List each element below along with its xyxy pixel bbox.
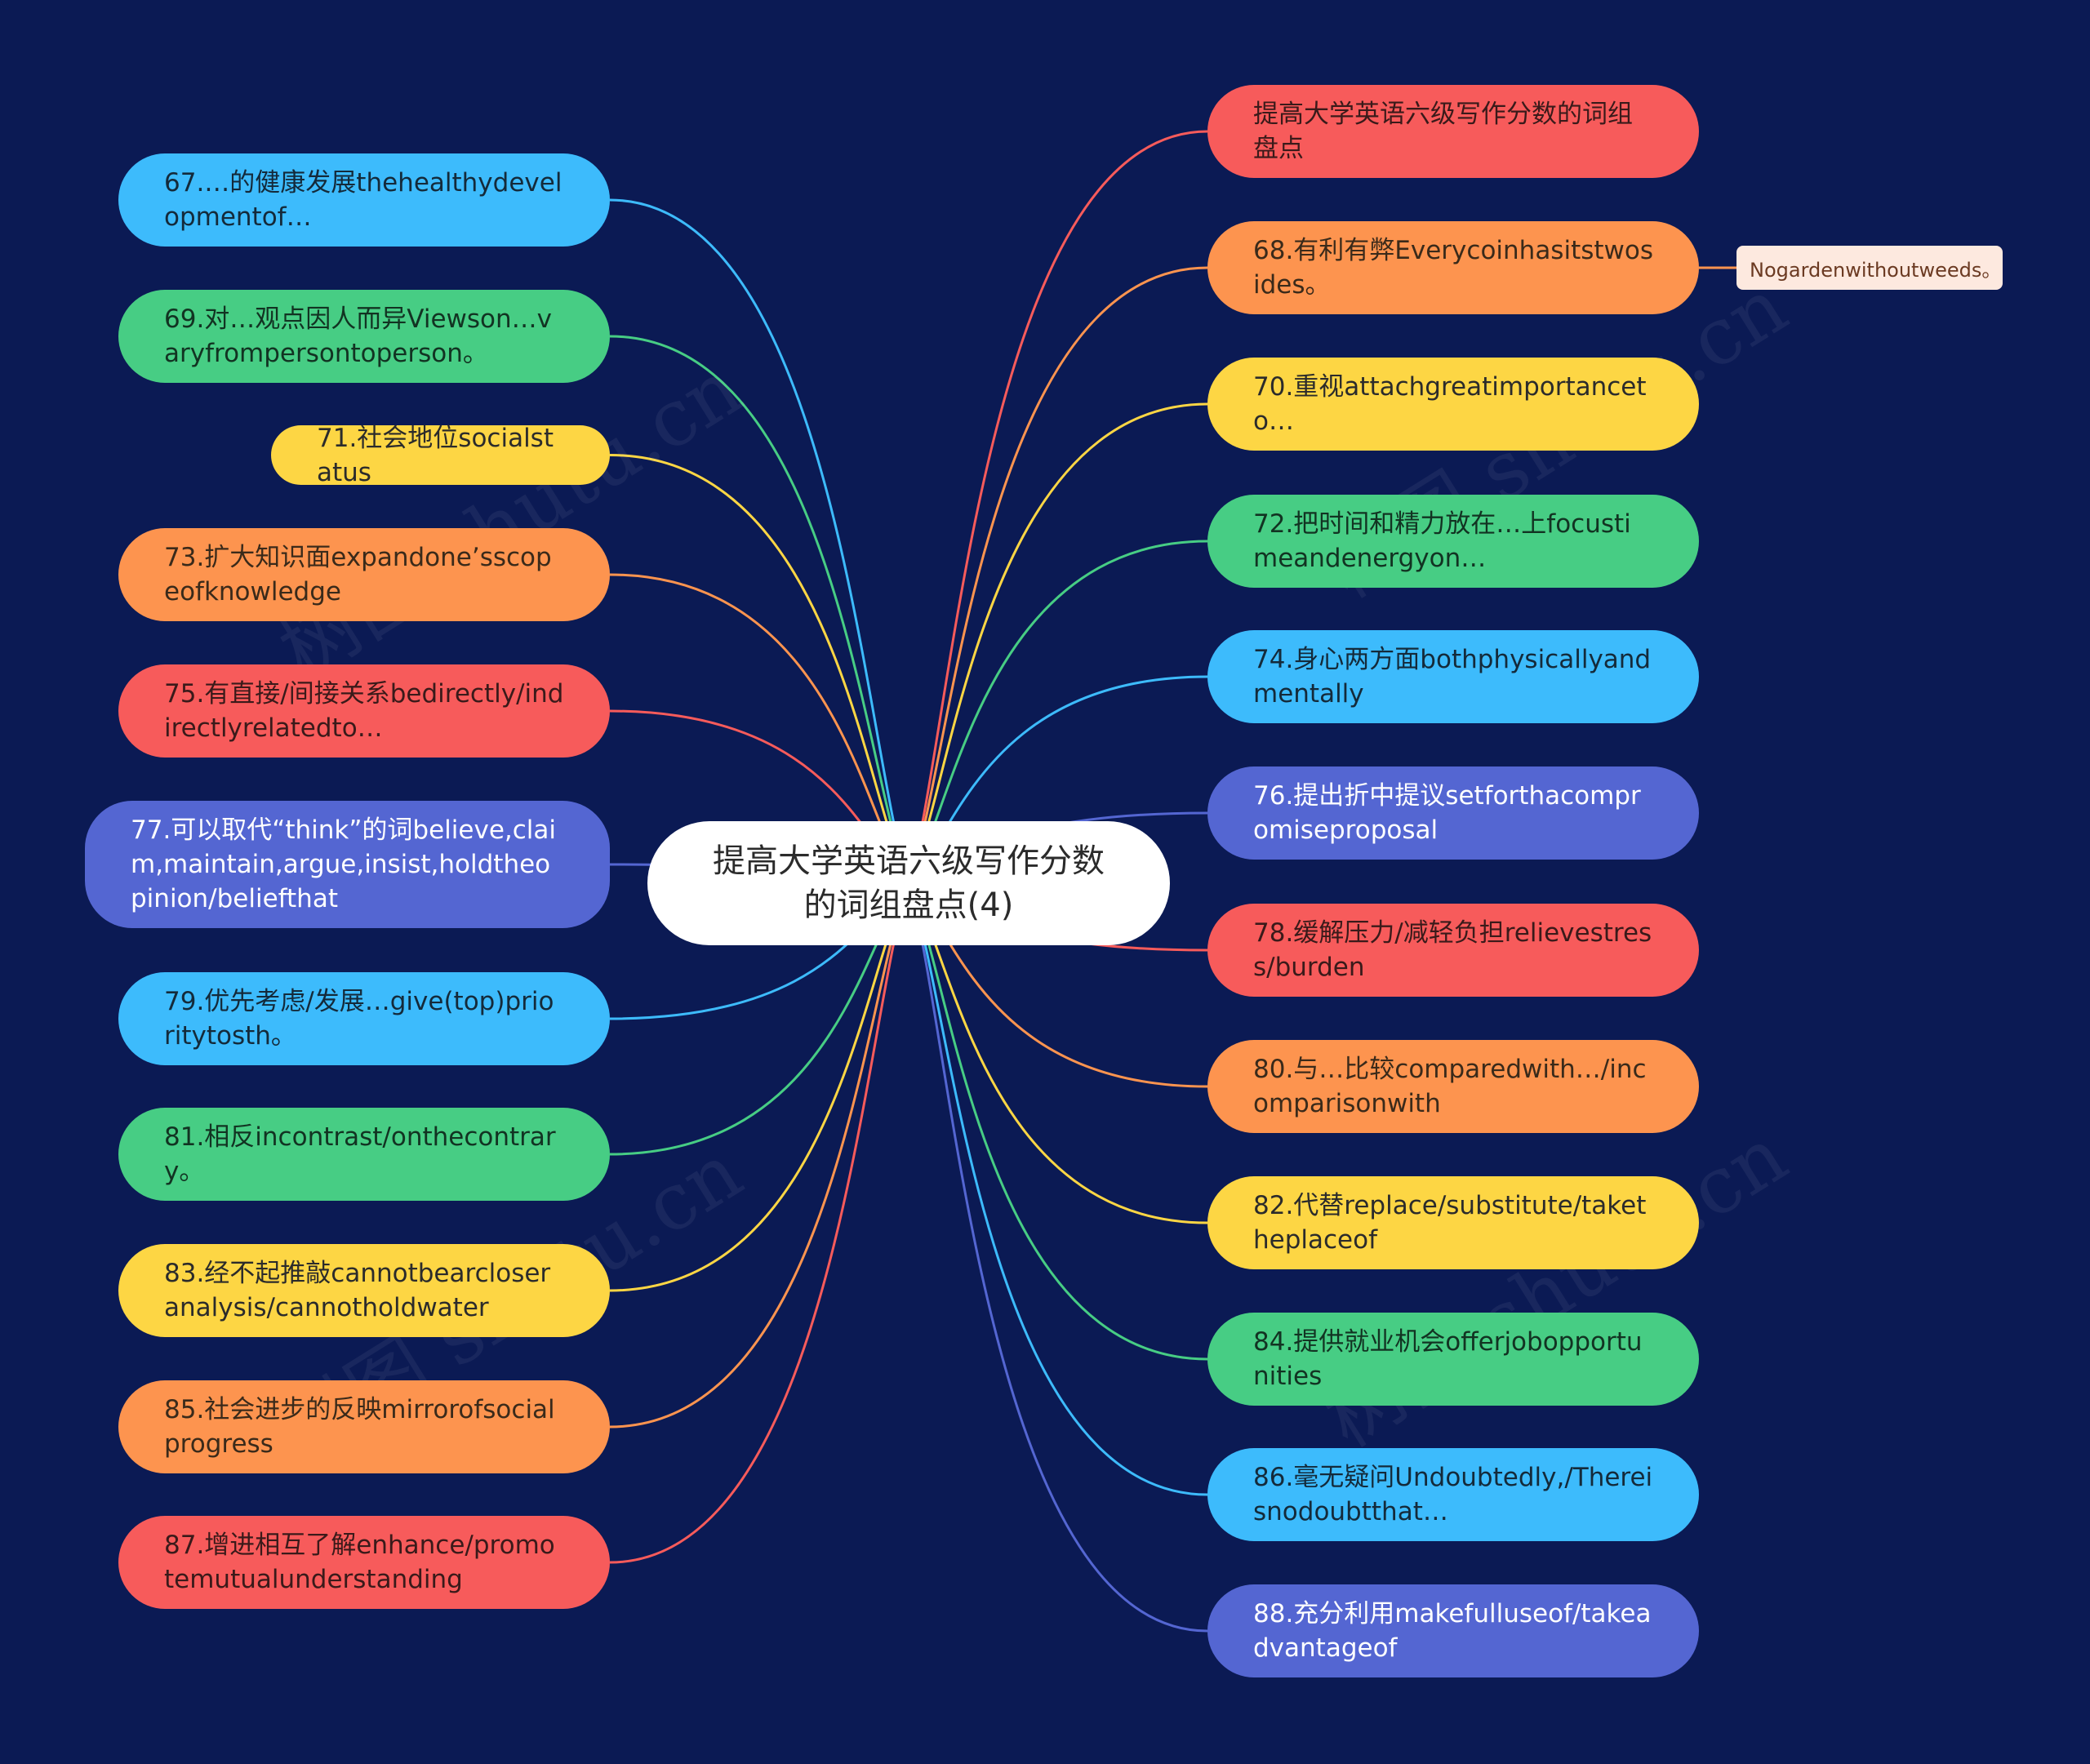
topic-node-label: 78.缓解压力/减轻负担relievestress/burden [1253,918,1652,982]
topic-node-label: 87.增进相互了解enhance/promotemutualunderstand… [164,1531,555,1594]
edge-left-2 [609,454,910,884]
topic-node-label: 85.社会进步的反映mirrorofsocialprogress [164,1395,555,1459]
topic-node-right-11[interactable]: 88.充分利用makefulluseof/takeadvantageof [1207,1584,1699,1677]
edge-left-1 [609,335,910,884]
topic-node-right-0[interactable]: 提高大学英语六级写作分数的词组盘点 [1207,85,1699,178]
topic-node-label: 84.提供就业机会offerjobopportunities [1253,1327,1643,1391]
topic-node-label: 83.经不起推敲cannotbearcloseranalysis/cannoth… [164,1259,551,1322]
topic-node-label: 82.代替replace/substitute/taketheplaceof [1253,1191,1647,1255]
topic-node-right-4[interactable]: 74.身心两方面bothphysicallyandmentally [1207,630,1699,723]
topic-node-left-5[interactable]: 77.可以取代“think”的词believe,claim,maintain,a… [85,801,610,928]
topic-node-left-0[interactable]: 67.…的健康发展thehealthydevelopmentof… [118,153,610,247]
topic-node-label: 69.对…观点因人而异Viewson…varyfrompersontoperso… [164,304,552,368]
topic-node-left-10[interactable]: 87.增进相互了解enhance/promotemutualunderstand… [118,1516,610,1609]
edge-right-1 [907,266,1208,884]
topic-node-right-9[interactable]: 84.提供就业机会offerjobopportunities [1207,1313,1699,1406]
topic-node-label: 71.社会地位socialstatus [317,423,554,487]
topic-node-label: 68.有利有弊Everycoinhasitstwosides。 [1253,236,1654,300]
edge-left-9 [609,882,910,1429]
topic-node-left-7[interactable]: 81.相反incontrast/onthecontrary。 [118,1108,610,1201]
topic-node-label: 提高大学英语六级写作分数的词组盘点 [1253,100,1633,163]
edge-right-10 [907,882,1208,1496]
note-node[interactable]: Nogardenwithoutweeds。 [1736,246,2003,290]
topic-node-label: 77.可以取代“think”的词believe,claim,maintain,a… [131,815,557,913]
topic-node-label: 76.提出折中提议setforthacompromiseproposal [1253,781,1641,845]
topic-node-left-4[interactable]: 75.有直接/间接关系bedirectly/indirectlyrelatedt… [118,664,610,758]
topic-node-right-5[interactable]: 76.提出折中提议setforthacompromiseproposal [1207,766,1699,860]
topic-node-label: 73.扩大知识面expandone’sscopeofknowledge [164,543,552,607]
edge-left-10 [609,882,910,1564]
topic-node-left-2[interactable]: 71.社会地位socialstatus [271,424,610,487]
topic-node-right-3[interactable]: 72.把时间和精力放在…上focustimeandenergyon… [1207,495,1699,588]
root-topic[interactable]: 提高大学英语六级写作分数的词组盘点(4) [647,821,1170,945]
edge-left-0 [609,198,910,884]
topic-node-label: 67.…的健康发展thehealthydevelopmentof… [164,168,563,232]
edge-right-11 [907,882,1208,1633]
topic-node-label: 88.充分利用makefulluseof/takeadvantageof [1253,1599,1652,1663]
topic-node-left-1[interactable]: 69.对…观点因人而异Viewson…varyfrompersontoperso… [118,290,610,383]
topic-node-label: 79.优先考虑/发展…give(top)prioritytosth。 [164,987,554,1051]
topic-node-right-10[interactable]: 86.毫无疑问Undoubtedly,/Thereisnodoubtthat… [1207,1448,1699,1541]
topic-node-right-7[interactable]: 80.与…比较comparedwith…/incomparisonwith [1207,1040,1699,1133]
topic-node-label: 80.与…比较comparedwith…/incomparisonwith [1253,1055,1647,1118]
topic-node-label: 72.把时间和精力放在…上focustimeandenergyon… [1253,509,1631,573]
topic-node-left-9[interactable]: 85.社会进步的反映mirrorofsocialprogress [118,1380,610,1473]
root-topic-label: 提高大学英语六级写作分数的词组盘点(4) [713,842,1105,924]
topic-node-right-1[interactable]: 68.有利有弊Everycoinhasitstwosides。 [1207,221,1699,314]
topic-node-label: 75.有直接/间接关系bedirectly/indirectlyrelatedt… [164,679,564,743]
topic-node-label: 81.相反incontrast/onthecontrary。 [164,1122,556,1186]
topic-node-left-6[interactable]: 79.优先考虑/发展…give(top)prioritytosth。 [118,972,610,1065]
topic-node-label: 74.身心两方面bothphysicallyandmentally [1253,645,1652,709]
topic-node-left-8[interactable]: 83.经不起推敲cannotbearcloseranalysis/cannoth… [118,1244,610,1337]
edge-right-0 [907,130,1208,884]
topic-node-label: 86.毫无疑问Undoubtedly,/Thereisnodoubtthat… [1253,1463,1653,1526]
note-node-label: Nogardenwithoutweeds。 [1750,258,2002,282]
topic-node-left-3[interactable]: 73.扩大知识面expandone’sscopeofknowledge [118,528,610,621]
topic-node-right-2[interactable]: 70.重视attachgreatimportanceto… [1207,358,1699,451]
topic-node-right-6[interactable]: 78.缓解压力/减轻负担relievestress/burden [1207,904,1699,997]
topic-node-label: 70.重视attachgreatimportanceto… [1253,372,1647,436]
topic-node-right-8[interactable]: 82.代替replace/substitute/taketheplaceof [1207,1176,1699,1269]
